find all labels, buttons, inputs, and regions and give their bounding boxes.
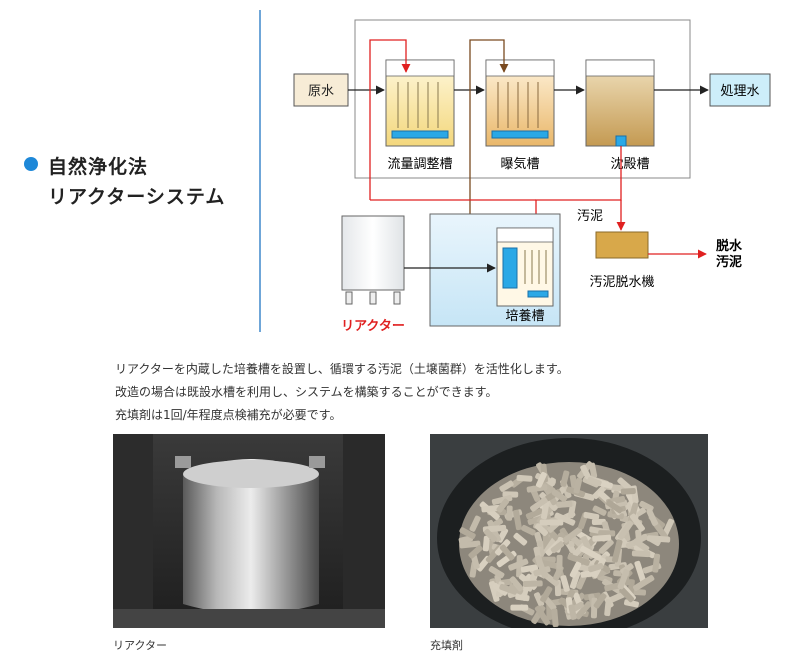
dewatered-sludge-label-1: 脱水 <box>716 238 743 253</box>
dewatering-machine-label: 汚泥脱水機 <box>589 274 654 289</box>
culture-tank-label: 培養槽 <box>505 308 544 323</box>
description-line-3: 充填剤は1回/年程度点検補充が必要です。 <box>115 408 342 422</box>
filler-photo <box>430 434 708 628</box>
diffuser-2 <box>491 130 549 139</box>
diffuser-1 <box>391 130 449 139</box>
reactor-label: リアクター <box>341 318 405 333</box>
flow-adjust-tank-label: 流量調整槽 <box>387 156 452 171</box>
aeration-tank-label: 曝気槽 <box>500 156 539 171</box>
page-title: 自然浄化法 <box>48 156 149 178</box>
dewatering-machine <box>595 231 649 259</box>
description-line-2: 改造の場合は既設水槽を利用し、システムを構築することができます。 <box>115 385 498 399</box>
page-subtitle: リアクターシステム <box>48 186 226 208</box>
description-line-1: リアクターを内蔵した培養槽を設置し、循環する汚泥（土壌菌群）を活性化します。 <box>115 362 569 376</box>
treated-water-box <box>709 73 771 107</box>
reactor-photo <box>113 434 385 628</box>
reactor-inside <box>502 247 518 289</box>
filler-photo-caption: 充填剤 <box>430 639 463 652</box>
settling-tank-label: 沈殿槽 <box>610 156 649 171</box>
process-flow-diagram: 原水 流量調整槽 曝気槽 沈殿槽 処理水 汚泥 汚泥脱水機 脱水 汚泥 <box>293 19 771 333</box>
bullet-dot-icon <box>24 157 38 171</box>
reactor-vessel <box>341 215 405 291</box>
dewatered-sludge-label-2: 汚泥 <box>716 254 742 269</box>
reactor-photo-caption: リアクター <box>113 639 168 652</box>
divider-line <box>259 10 261 332</box>
raw-water-box <box>293 73 349 107</box>
raw-water-label: 原水 <box>308 83 334 98</box>
treated-water-label: 処理水 <box>720 83 759 98</box>
sludge-label: 汚泥 <box>577 208 603 223</box>
